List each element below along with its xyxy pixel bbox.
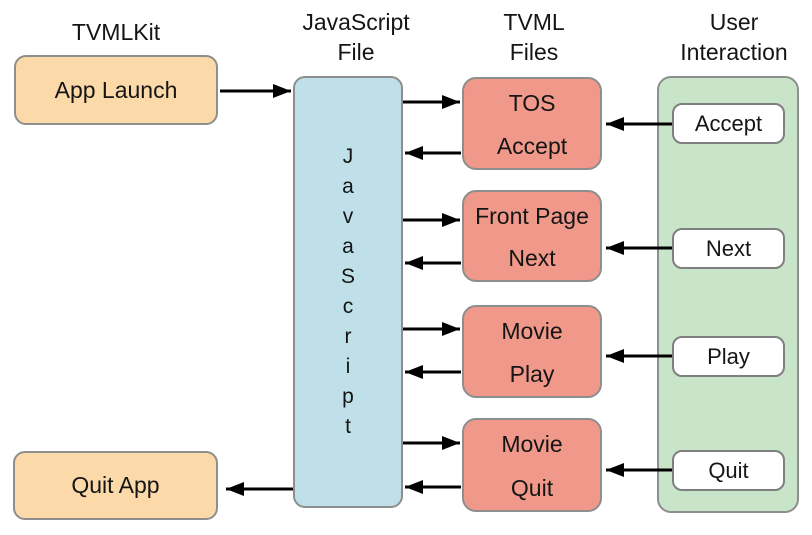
- next-button: Next: [672, 228, 785, 269]
- play-button-label: Play: [707, 343, 750, 369]
- tvml-box-line2: Quit: [510, 475, 554, 501]
- app-launch-box: App Launch: [14, 55, 218, 125]
- tvml-box-line2: Next: [508, 245, 556, 271]
- header-line: User: [709, 9, 759, 35]
- javascript-letter: a: [342, 175, 354, 198]
- column-header-javascript-file: JavaScript File: [286, 7, 426, 67]
- tvml-box-line1: Movie: [501, 431, 563, 457]
- app-launch-label: App Launch: [54, 76, 178, 103]
- accept-button: Accept: [672, 103, 785, 144]
- tvml-box-frontpage-next: Front Page Next: [462, 190, 602, 282]
- column-header-user-interaction: User Interaction: [664, 7, 804, 67]
- tvml-box-line1: Movie: [501, 318, 563, 344]
- javascript-letter: S: [340, 265, 355, 288]
- javascript-letter: t: [345, 415, 351, 438]
- tvml-box-movie-quit: Movie Quit: [462, 418, 602, 512]
- header-line: File: [337, 39, 375, 65]
- javascript-letter: p: [342, 385, 354, 408]
- accept-button-label: Accept: [694, 110, 763, 136]
- column-header-tvmlkit: TVMLKit: [14, 17, 218, 47]
- tvml-box-movie-play: Movie Play: [462, 305, 602, 398]
- javascript-letter: J: [342, 145, 354, 168]
- javascript-letter: i: [345, 355, 351, 378]
- column-header-tvml-files: TVML Files: [464, 7, 604, 67]
- user-interaction-panel: [657, 76, 799, 513]
- quit-app-box: Quit App: [13, 451, 218, 520]
- javascript-letter: r: [344, 325, 352, 348]
- quit-button-label: Quit: [708, 457, 749, 483]
- javascript-box: J a v a S c r i p t: [293, 76, 403, 508]
- quit-button: Quit: [672, 450, 785, 491]
- header-line: TVMLKit: [71, 19, 161, 45]
- javascript-letter: v: [342, 205, 354, 228]
- next-button-label: Next: [705, 235, 752, 261]
- header-line: JavaScript: [302, 9, 410, 35]
- play-button: Play: [672, 336, 785, 377]
- tvml-box-line1: TOS: [508, 90, 556, 116]
- header-line: Interaction: [680, 39, 788, 65]
- javascript-letter: a: [342, 235, 354, 258]
- tvml-box-line2: Play: [509, 361, 555, 387]
- tvml-box-line2: Accept: [496, 133, 568, 159]
- tvml-box-tos-accept: TOS Accept: [462, 77, 602, 170]
- header-line: TVML: [503, 9, 565, 35]
- quit-app-label: Quit App: [71, 472, 160, 498]
- tvml-box-line1: Front Page: [475, 203, 589, 229]
- javascript-letter: c: [342, 295, 354, 318]
- header-line: Files: [509, 39, 559, 65]
